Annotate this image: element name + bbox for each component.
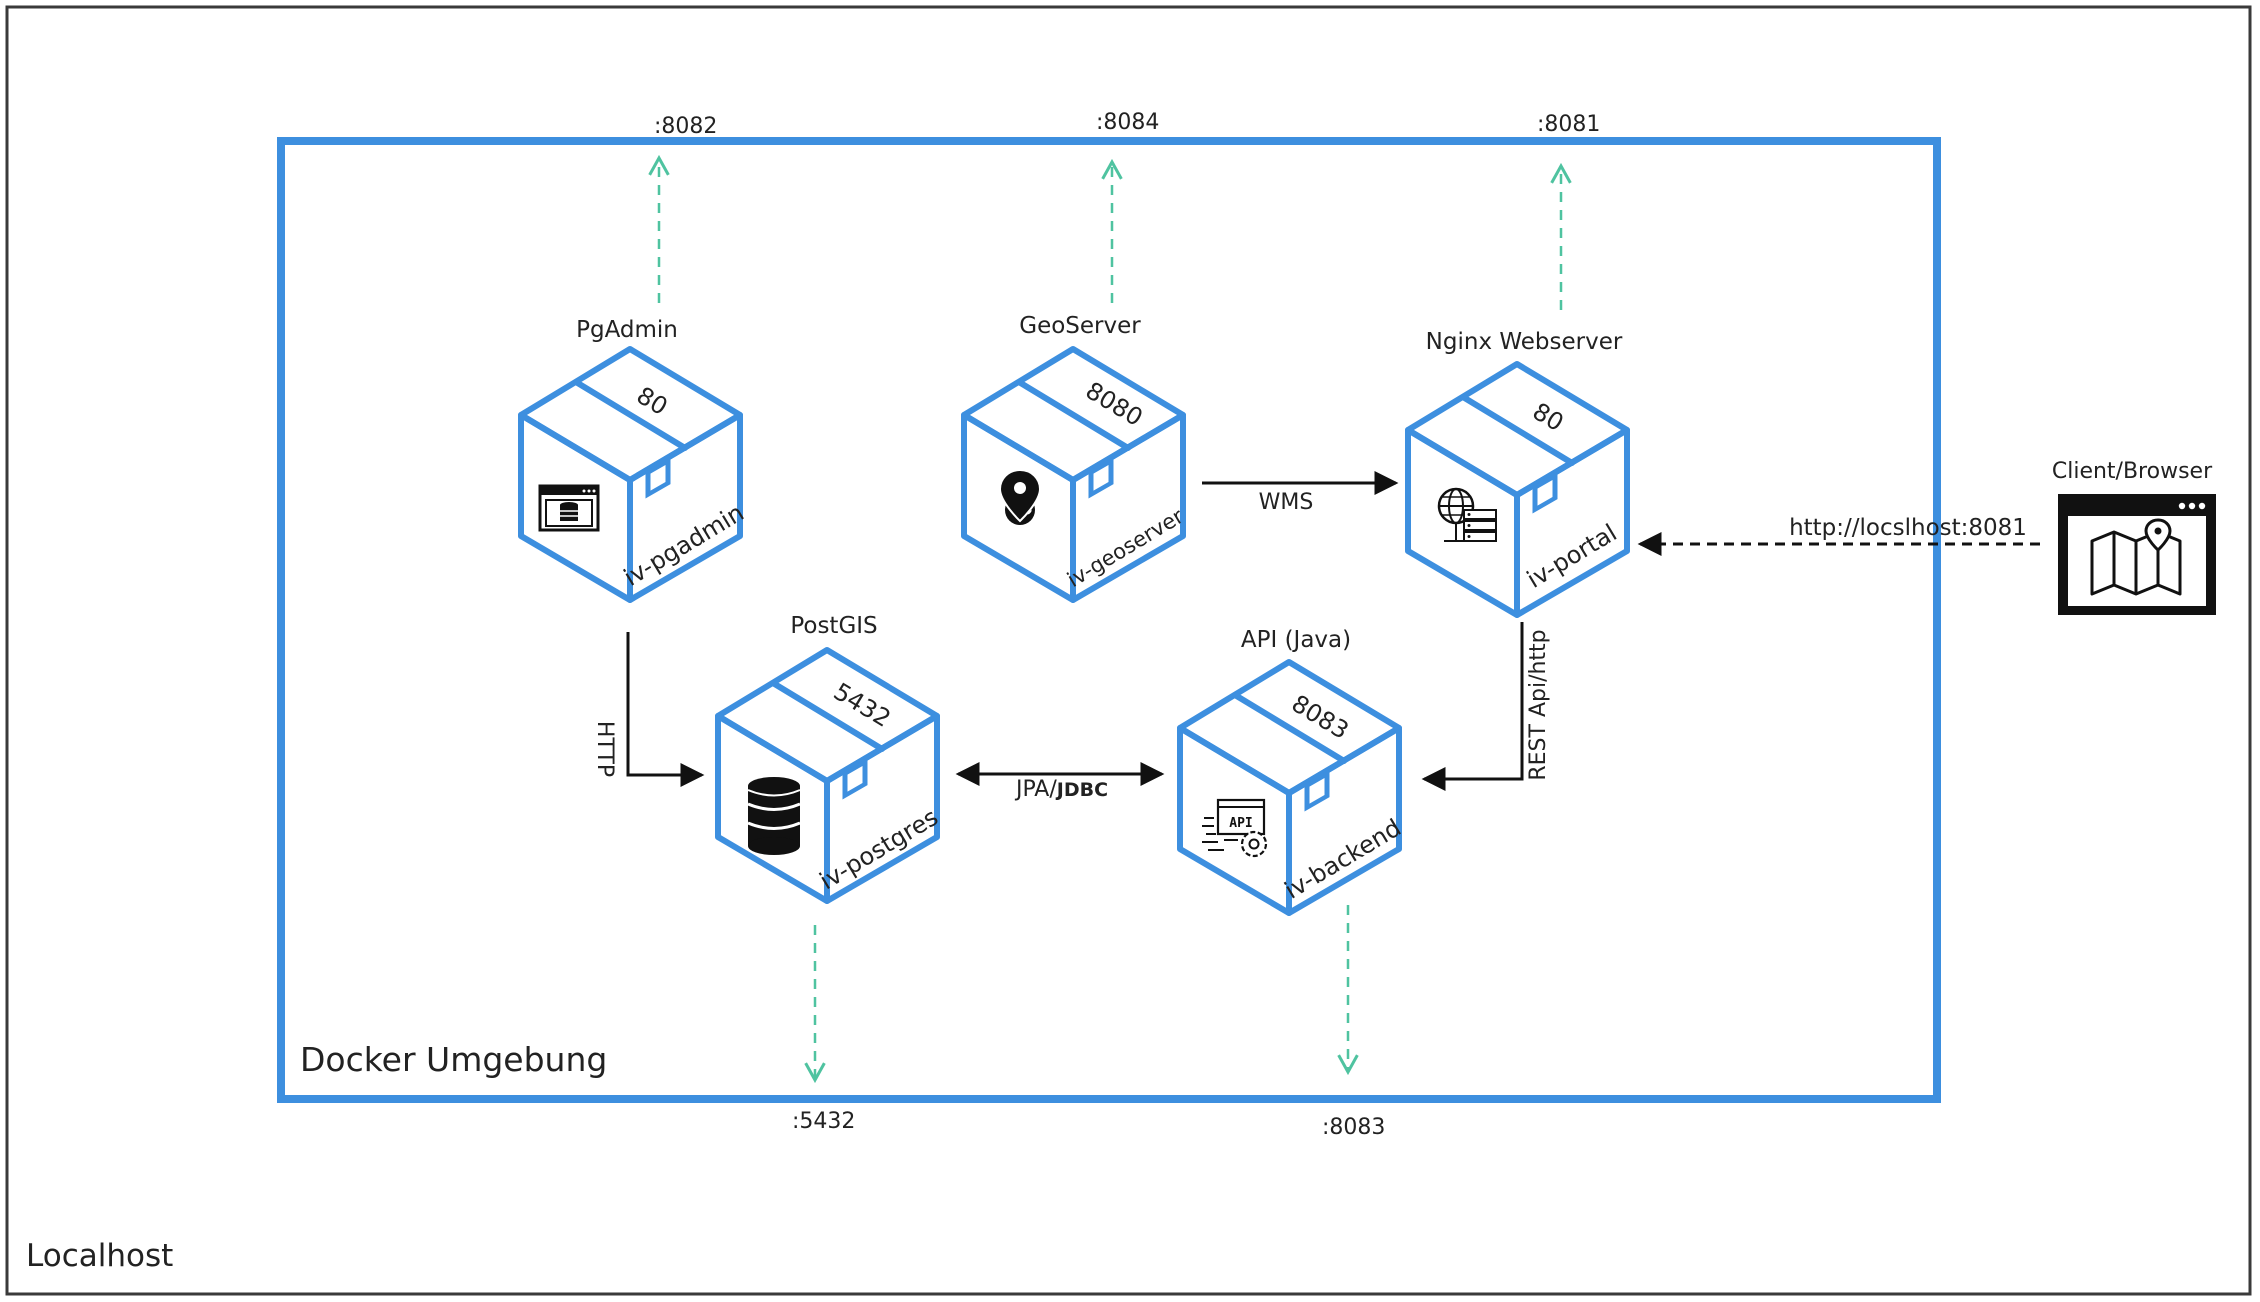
api-gear-icon: API bbox=[1202, 798, 1268, 858]
container-api: API (Java) 8083 iv-backend API bbox=[1177, 627, 1406, 916]
client-title: Client/Browser bbox=[2052, 459, 2213, 484]
docker-frame bbox=[277, 137, 1941, 1103]
host-port-postgis: :5432 bbox=[792, 1109, 855, 1134]
host-port-pgadmin: :8082 bbox=[654, 114, 717, 139]
admin-window-icon bbox=[538, 484, 600, 532]
container-box-nginx bbox=[1405, 361, 1630, 618]
localhost-label: Localhost bbox=[26, 1238, 173, 1274]
container-pgadmin: PgAdmin 80 iv-pgadmin bbox=[518, 317, 749, 603]
browser-map-icon bbox=[2058, 494, 2216, 615]
host-port-nginx: :8081 bbox=[1537, 112, 1600, 137]
web-server-icon bbox=[1437, 487, 1497, 542]
connection-label-client-url: http://locslhost:8081 bbox=[1789, 515, 2027, 541]
container-title-geoserver: GeoServer bbox=[1019, 313, 1141, 339]
container-name-postgis: iv-postgres bbox=[815, 803, 943, 895]
database-icon bbox=[747, 777, 801, 855]
docker-label: Docker Umgebung bbox=[300, 1040, 607, 1079]
connection-label-jpa-jdbc: JPA/JDBC bbox=[1014, 777, 1108, 802]
localhost-frame bbox=[5, 5, 2252, 1296]
container-postgis: PostGIS 5432 iv-postgres bbox=[715, 613, 943, 904]
connection-http bbox=[626, 632, 705, 787]
host-port-geoserver: :8084 bbox=[1096, 110, 1159, 135]
container-box-geoserver bbox=[961, 346, 1186, 603]
map-pin-globe-icon bbox=[998, 468, 1042, 525]
container-box-postgis bbox=[715, 647, 940, 904]
container-port-nginx: 80 bbox=[1528, 397, 1569, 437]
container-box-api bbox=[1177, 659, 1402, 916]
svg-text:API: API bbox=[1229, 816, 1252, 831]
container-title-postgis: PostGIS bbox=[790, 613, 877, 639]
container-title-nginx: Nginx Webserver bbox=[1426, 329, 1623, 355]
container-title-pgadmin: PgAdmin bbox=[576, 317, 678, 343]
container-box-pgadmin bbox=[518, 346, 743, 603]
client-browser: Client/Browser bbox=[2052, 459, 2216, 615]
container-nginx: Nginx Webserver 80 iv-portal bbox=[1405, 329, 1630, 618]
connection-label-http: HTTP bbox=[592, 721, 617, 777]
connection-label-wms: WMS bbox=[1259, 490, 1314, 515]
container-geoserver: GeoServer 8080 iv-geoserver bbox=[961, 313, 1188, 603]
container-port-pgadmin: 80 bbox=[632, 381, 673, 421]
connection-label-rest: REST Api/http bbox=[1526, 629, 1551, 780]
connection-rest bbox=[1421, 622, 1524, 791]
container-title-api: API (Java) bbox=[1241, 627, 1351, 653]
container-name-geoserver: iv-geoserver bbox=[1063, 504, 1188, 592]
host-port-api: :8083 bbox=[1322, 1115, 1385, 1140]
